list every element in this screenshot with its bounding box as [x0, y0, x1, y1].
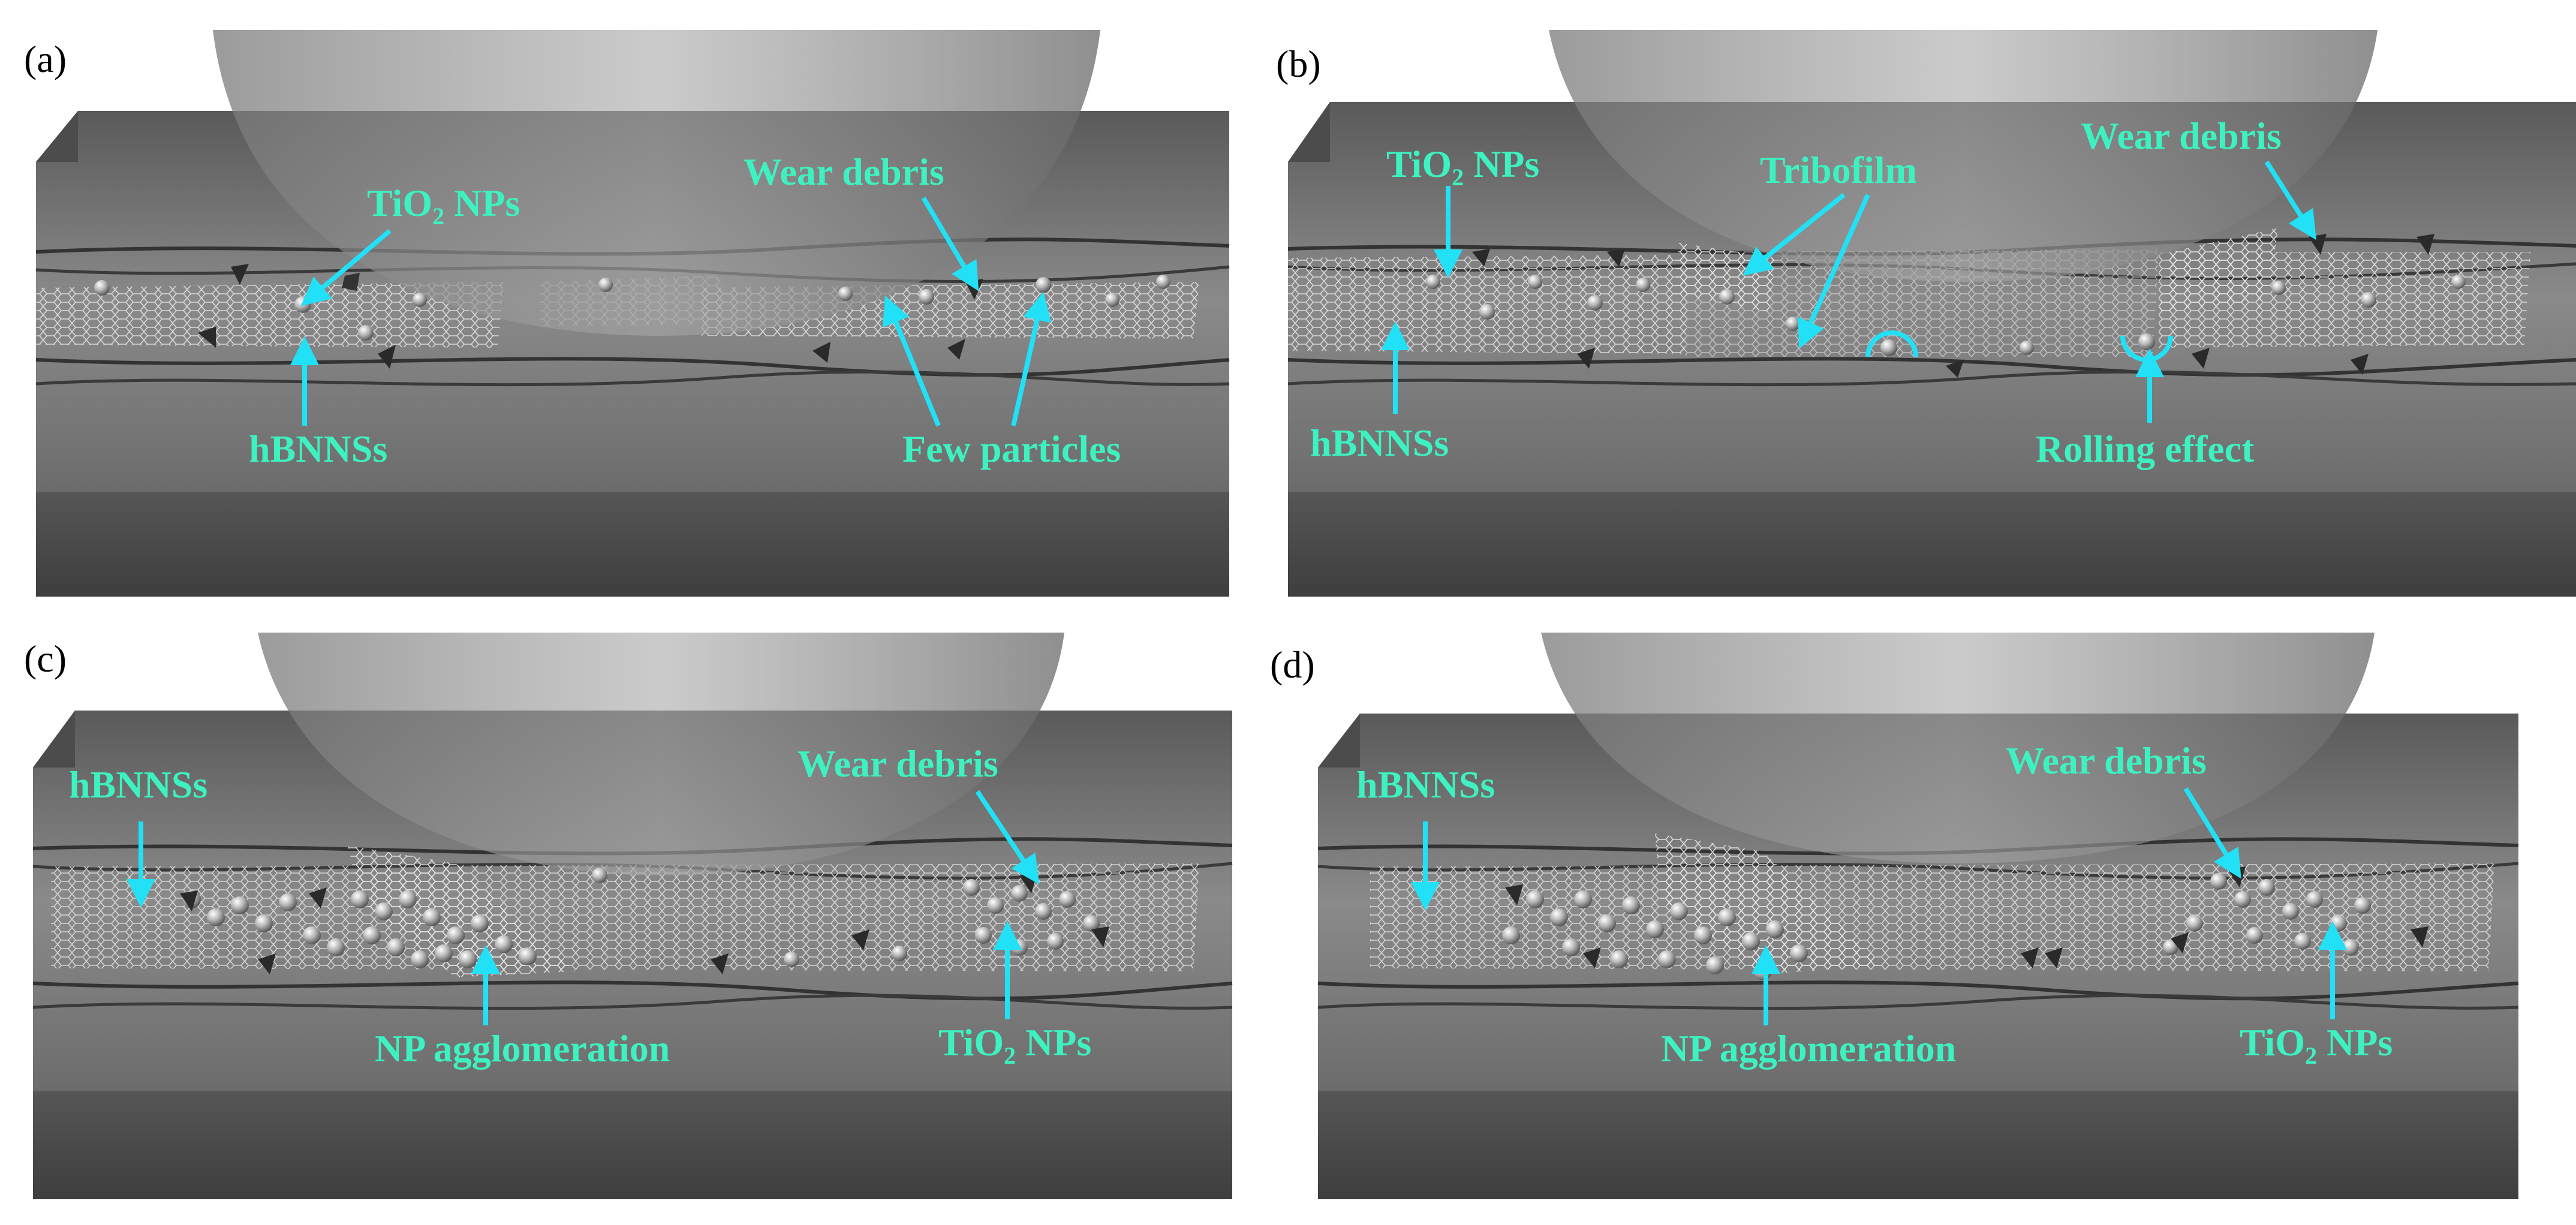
panel-b-callouts: TiO2 NPs Tribofilm Wear debris hBNNSs Ro… [1310, 115, 2316, 470]
panel-b-wear-debris-arrow [2264, 160, 2316, 240]
panel-d-hbn-sheets [1370, 833, 2494, 974]
panel-d: (d) [1270, 633, 2519, 1199]
panel-d-letter: (d) [1270, 643, 1315, 686]
panel-a-letter: (a) [24, 38, 67, 80]
panel-b-tribofilm-arrow-1 [1743, 192, 1846, 276]
panel-c-wear-debris-label: Wear debris [798, 742, 998, 785]
panel-d-wear-debris-arrow [2183, 787, 2241, 879]
panel-a-callouts: TiO2 NPs Wear debris hBNNSs Few particle… [249, 151, 1121, 470]
panel-c-wear-debris-arrow [975, 790, 1040, 884]
panel-b-counterface-ball [1549, 30, 2378, 282]
panel-d-wear-debris-label: Wear debris [2006, 739, 2207, 782]
panel-b: (b) [1276, 30, 2576, 597]
panel-b-wear-debris-label: Wear debris [2081, 115, 2282, 157]
panel-a-tio2-label: TiO2 NPs [367, 182, 520, 230]
panel-c-agglomerated-particles [183, 868, 1100, 968]
panel-a-counterface-ball [213, 30, 1100, 336]
panel-b-tribofilm-label: Tribofilm [1760, 149, 1917, 191]
panel-d-callouts: hBNNSs Wear debris NP agglomeration TiO2… [1356, 739, 2393, 1070]
panel-b-hbnnss-label: hBNNSs [1310, 422, 1449, 464]
panel-a-wear-debris-arrow [921, 196, 979, 291]
panel-c: (c) [24, 633, 1233, 1199]
panel-a-few-particles-label: Few particles [902, 428, 1121, 470]
panel-c-wear-debris [180, 872, 1109, 974]
panel-c-letter: (c) [24, 637, 67, 680]
panel-c-hbnnss-label: hBNNSs [69, 763, 207, 806]
panel-c-tio2-label: TiO2 NPs [938, 1021, 1091, 1069]
panel-d-hbnnss-label: hBNNSs [1356, 763, 1495, 806]
panel-a-hbnnss-label: hBNNSs [249, 428, 387, 470]
panel-b-tribofilm-arrow-2 [1797, 194, 1870, 349]
panel-b-tio2-particles [1426, 275, 2466, 356]
panel-d-tio2-label: TiO2 NPs [2240, 1021, 2393, 1069]
panel-a-tio2-particles [94, 275, 1170, 341]
panel-c-np-agglomeration-label: NP agglomeration [375, 1027, 670, 1070]
panel-a: (a) [24, 30, 1230, 597]
panel-c-callouts: hBNNSs Wear debris NP agglomeration TiO2… [69, 742, 1091, 1070]
panel-b-rolling-effect-label: Rolling effect [2036, 428, 2255, 470]
panel-b-hbn-sheets [1288, 228, 2530, 357]
panel-d-agglomerated-particles [1502, 873, 2371, 980]
panel-b-letter: (b) [1276, 43, 1321, 85]
panel-c-counterface-ball [258, 633, 1064, 875]
panel-d-np-agglomeration-label: NP agglomeration [1661, 1027, 1956, 1070]
panel-d-counterface-ball [1541, 633, 2375, 863]
panel-a-few-particles-arrow-1 [882, 295, 941, 427]
panel-a-tio2-arrow [300, 228, 392, 306]
panel-a-wear-debris-label: Wear debris [744, 151, 944, 193]
panel-b-tio2-label: TiO2 NPs [1386, 143, 1539, 191]
panel-a-few-particles-arrow-2 [1011, 291, 1052, 426]
